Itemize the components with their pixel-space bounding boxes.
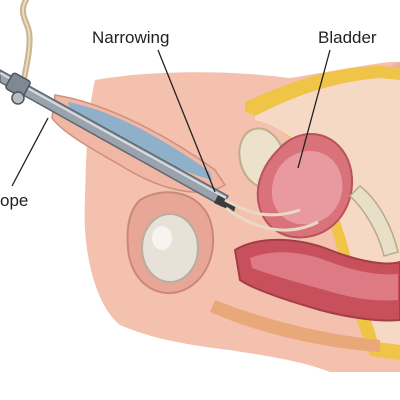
spine-segments — [348, 185, 399, 257]
scope-cable-edge — [21, 0, 31, 89]
label-bladder: Bladder — [318, 28, 377, 47]
label-narrowing: Narrowing — [92, 28, 169, 47]
testis-highlight — [152, 226, 172, 250]
scope-knob — [11, 91, 25, 105]
label-scope: ope — [0, 191, 28, 210]
urethra-strand-2 — [225, 206, 319, 232]
rectum-inner — [250, 252, 398, 301]
urethra-strand-1 — [224, 198, 301, 217]
bladder-inner — [271, 150, 343, 225]
scope-tube-highlight — [0, 72, 227, 199]
bladder-leader — [297, 49, 331, 169]
scope-tip — [214, 195, 236, 212]
cystoscope — [0, 0, 236, 212]
pelvic-floor-band — [210, 300, 380, 352]
testis — [141, 213, 199, 283]
corpus-tissue — [68, 102, 212, 180]
scope-leader — [11, 117, 49, 187]
narrowing-leader — [157, 49, 216, 193]
